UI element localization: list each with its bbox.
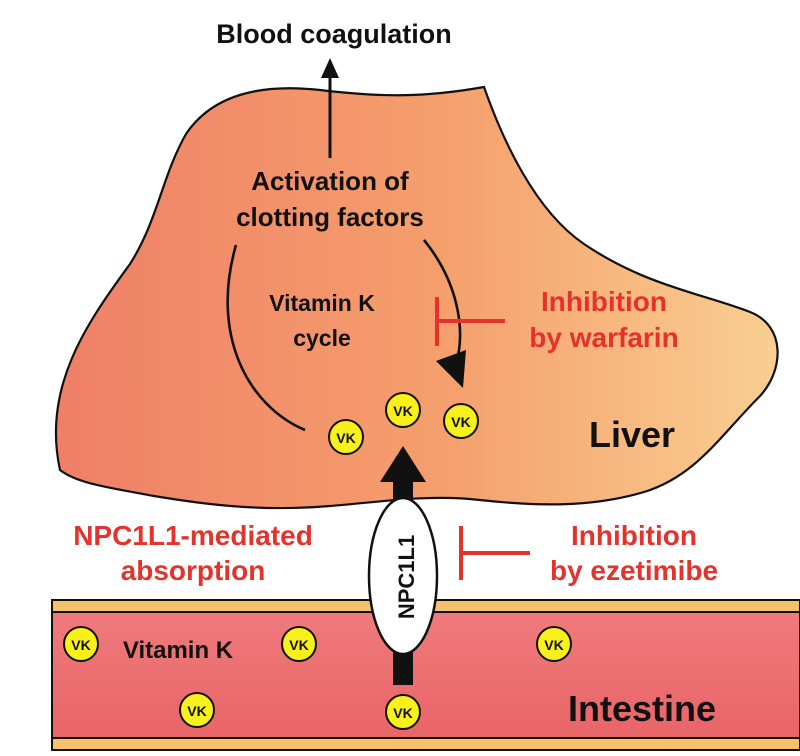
vk-label-liver-center: VK xyxy=(393,403,412,419)
vk-molecule-liver-right: VK xyxy=(443,403,479,439)
liver-label: Liver xyxy=(589,414,675,455)
blood-coagulation-label: Blood coagulation xyxy=(216,19,452,49)
intestine-label: Intestine xyxy=(568,688,716,729)
warfarin-inhibition-label-line1: Inhibition xyxy=(541,286,667,317)
vk-label-intestine-2: VK xyxy=(289,637,308,653)
vk-label-liver-right: VK xyxy=(451,414,470,430)
npc1l1-absorption-label-line1: NPC1L1-mediated xyxy=(73,520,313,551)
vk-label-intestine-1: VK xyxy=(71,637,90,653)
vk-label-liver-left: VK xyxy=(336,430,355,446)
vk-molecule-intestine-4: VK xyxy=(179,692,215,728)
ezetimibe-inhibition-label-line1: Inhibition xyxy=(571,520,697,551)
liver-shape xyxy=(54,85,779,510)
warfarin-inhibition-label-line2: by warfarin xyxy=(529,322,678,353)
vk-molecule-intestine-2: VK xyxy=(281,626,317,662)
vitamin-k-label: Vitamin K xyxy=(123,637,234,664)
ezetimibe-inhibition-symbol xyxy=(459,526,530,580)
vk-molecule-intestine-1: VK xyxy=(63,626,99,662)
activation-label-line1: Activation of xyxy=(251,166,409,196)
vk-label-intestine-3: VK xyxy=(544,637,563,653)
vk-molecule-liver-center: VK xyxy=(385,392,421,428)
activation-label-line2: clotting factors xyxy=(236,202,424,232)
npc1l1-transporter: NPC1L1 xyxy=(367,496,439,656)
npc1l1-label: NPC1L1 xyxy=(394,535,419,619)
coagulation-arrow xyxy=(321,58,339,158)
npc1l1-absorption-label-line2: absorption xyxy=(121,555,266,586)
vk-molecule-liver-left: VK xyxy=(328,419,364,455)
warfarin-inhibition-symbol xyxy=(435,297,505,346)
vitamin-k-cycle-loop xyxy=(226,239,466,432)
ezetimibe-inhibition-label-line2: by ezetimibe xyxy=(550,555,718,586)
vitamin-k-cycle-label-line2: cycle xyxy=(293,325,351,351)
vk-molecule-intestine-3: VK xyxy=(536,626,572,662)
vk-molecule-intestine-5: VK xyxy=(385,694,421,730)
vk-label-intestine-4: VK xyxy=(187,703,206,719)
vitamin-k-cycle-label-line1: Vitamin K xyxy=(269,290,375,316)
vk-label-intestine-5: VK xyxy=(393,705,412,721)
